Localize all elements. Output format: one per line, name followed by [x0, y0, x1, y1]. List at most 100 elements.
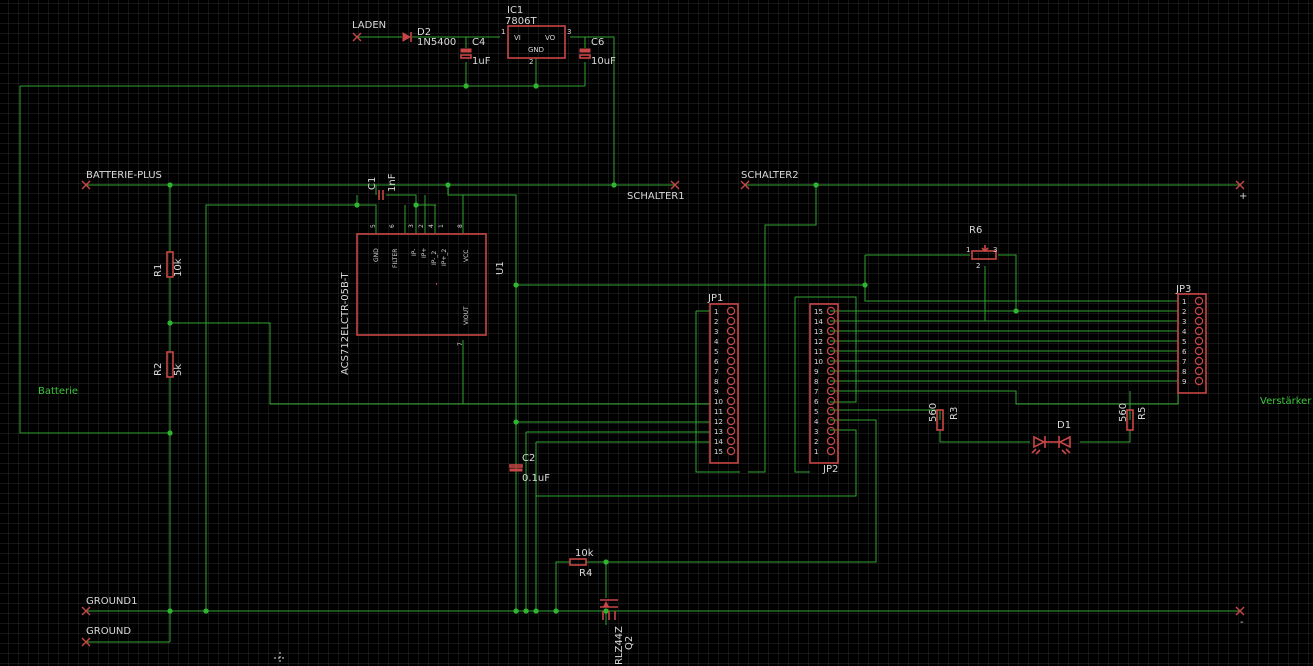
- svg-text:6: 6: [389, 224, 396, 228]
- plus-label: +: [1239, 191, 1247, 202]
- svg-text:IP-_2: IP-_2: [431, 251, 438, 265]
- jp2-pin-label: 4: [814, 418, 819, 426]
- svg-text:4: 4: [428, 224, 435, 228]
- u1-value: ACS712ELCTR-05B-T: [340, 272, 351, 375]
- jp2-pin-pad: [826, 316, 836, 326]
- capacitor-c1[interactable]: C1 1nF: [367, 173, 398, 200]
- r2-name: R2: [153, 363, 164, 376]
- jp2-pin-label: 1: [814, 448, 818, 456]
- regulator-ic1[interactable]: IC1 7806T VI VO GND 1 3 2: [501, 5, 571, 66]
- jp2-pin-pad: [826, 336, 836, 346]
- jp3-pin-label: 1: [1182, 298, 1186, 306]
- jp2-pin-label: 3: [814, 428, 818, 436]
- r3-value: 560: [928, 403, 939, 422]
- d1-name: D1: [1057, 420, 1071, 431]
- jp1-pin-label: 11: [714, 408, 723, 416]
- r4-name: R4: [579, 568, 592, 579]
- resistor-r4[interactable]: 10k R4: [569, 548, 594, 579]
- schalter2-label: SCHALTER2: [741, 170, 799, 181]
- u1-pin-names: GND FILTER IP- IP+ IP-_2 IP+_2 VCC VIOUT…: [373, 248, 470, 346]
- r5-name: R5: [1137, 407, 1148, 420]
- jp1-pin-pad: [726, 366, 736, 376]
- jp2-pin-pad: [826, 386, 836, 396]
- jp2-pin-pad: [826, 366, 836, 376]
- resistor-r2[interactable]: R2 5k: [153, 351, 184, 378]
- ic1-pin3: 3: [567, 28, 571, 36]
- r6-name: R6: [969, 225, 982, 236]
- jp1-pin-pad: [726, 416, 736, 426]
- jp1-pin-pad: [726, 436, 736, 446]
- svg-text:8: 8: [457, 224, 464, 228]
- resistor-r1[interactable]: R1 10k: [153, 251, 184, 278]
- jp1-pin-pad: [726, 356, 736, 366]
- svg-text:3: 3: [408, 224, 415, 228]
- resistor-r3[interactable]: 560 R3: [928, 403, 960, 431]
- minus-label: -: [1240, 617, 1244, 628]
- jp3-pin-label: 8: [1182, 368, 1186, 376]
- jp1-pin-label: 7: [714, 368, 718, 376]
- r6-pin1: 1: [966, 246, 970, 254]
- schalter1-terminal-icon: [670, 180, 680, 190]
- jp2-pin-label: 8: [814, 378, 818, 386]
- mosfet-q2[interactable]: Q2 IRLZ44Z: [600, 599, 635, 666]
- trimmer-r6[interactable]: R6 1 3 2: [966, 225, 997, 270]
- jp2-pin-label: 14: [814, 318, 823, 326]
- capacitor-c6[interactable]: C6 10uF: [579, 37, 616, 67]
- jp2-pin-pad: [826, 326, 836, 336]
- jp2-pin-label: 11: [814, 348, 823, 356]
- wires: [19, 36, 1240, 643]
- ic1-name: IC1: [507, 5, 523, 16]
- jp1-pin-pad: [726, 306, 736, 316]
- jp3-pin-pad: [1194, 306, 1204, 316]
- c4-name: C4: [472, 37, 485, 48]
- terminal-marks[interactable]: [81, 32, 1245, 647]
- jp3-name: JP3: [1175, 284, 1191, 295]
- jp3-pin-pad: [1194, 366, 1204, 376]
- svg-text:IP+_2: IP+_2: [441, 249, 448, 266]
- jp1-pin-label: 8: [714, 378, 718, 386]
- c6-name: C6: [591, 37, 604, 48]
- jp1-pin-label: 10: [714, 398, 723, 406]
- d2-name: D2: [417, 27, 431, 38]
- svg-text:VCC: VCC: [463, 250, 470, 262]
- d2-value: 1N5400: [417, 37, 456, 48]
- jp3-pin-pad: [1194, 356, 1204, 366]
- svg-text:IP-: IP-: [411, 249, 418, 256]
- svg-text:7: 7: [457, 342, 464, 346]
- ic1-vi: VI: [514, 34, 521, 42]
- svg-text:IP+: IP+: [421, 248, 428, 258]
- jp3-pin-label: 5: [1182, 338, 1186, 346]
- cursor-crosshair-icon: [274, 652, 286, 664]
- r5-value: 560: [1118, 403, 1129, 422]
- ground1-label: GROUND1: [86, 596, 137, 607]
- r6-pin3: 3: [993, 246, 997, 254]
- jp1-pin-pad: [726, 336, 736, 346]
- jp1-pin-label: 6: [714, 358, 719, 366]
- r6-pin2: 2: [976, 262, 980, 270]
- jp1-pin-pad: [726, 406, 736, 416]
- jp2-pin-label: 7: [814, 388, 818, 396]
- led-d1[interactable]: D1: [1031, 420, 1071, 455]
- capacitor-c2[interactable]: C2 0.1uF: [509, 453, 550, 484]
- ground-label: GROUND: [86, 626, 131, 637]
- jp2-pin-pad: [826, 346, 836, 356]
- diode-d2[interactable]: D2 1N5400: [402, 27, 456, 48]
- capacitor-c4[interactable]: C4 1uF: [460, 37, 491, 67]
- ground-terminal-icon: [81, 637, 91, 647]
- svg-text:1: 1: [438, 224, 445, 228]
- jp1-pin-pad: [726, 346, 736, 356]
- jp2-pin-pad: [826, 306, 836, 316]
- current-sensor-u1[interactable]: ACS712ELCTR-05B-T U1 5 6 3 2 4 1 8 GND F…: [340, 224, 506, 375]
- svg-text:VIOUT: VIOUT: [463, 306, 470, 325]
- resistor-r5[interactable]: 560 R5: [1118, 403, 1148, 431]
- jp2-pin-pad: [826, 416, 836, 426]
- jp2-name: JP2: [822, 464, 838, 475]
- jp3-pin-label: 4: [1182, 328, 1187, 336]
- jp1-pin-label: 4: [714, 338, 719, 346]
- laden-label: LADEN: [352, 20, 386, 31]
